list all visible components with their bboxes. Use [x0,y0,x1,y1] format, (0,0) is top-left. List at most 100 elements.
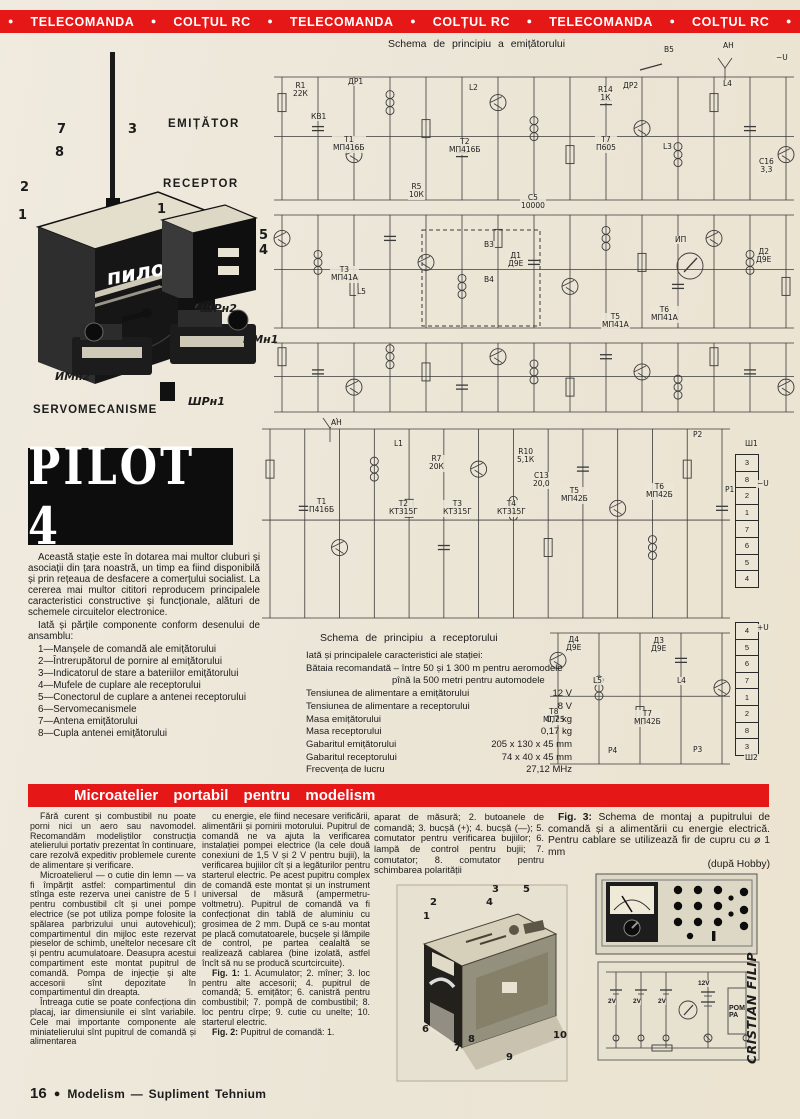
label-imn1: ИМн1 [243,333,279,346]
connector-pin: 4 [736,623,758,640]
fig3-caption-text: Schema de montaj a pupitrului de comandă… [548,812,770,858]
header-item: COLȚUL RC [692,14,770,29]
connector-pin: 2 [736,706,758,723]
callout-8: 8 [55,145,65,160]
spec-value: 74 x 40 x 45 mm [501,751,572,763]
article-column-4: Fig. 3: Schema de montaj a pupitrului de… [548,812,770,870]
component-label: Д2 Д9Е [755,247,773,265]
component-label: КВ1 [310,112,328,122]
header-item: COLȚUL RC [432,14,511,29]
emitter-schematic-title: Schema de principiu a emițătorului [388,38,566,50]
pilot-part-item: 2—Întrerupătorul de pornire al emițătoru… [38,655,223,667]
pump-label: POMPA [729,1005,745,1019]
specs-block: Iată și principalele caracteristici ale … [306,650,572,796]
component-label: В5 [663,45,675,55]
paragraph: Întreaga cutie se poate confecționa din … [30,997,196,1047]
pilot-part-item: 5—Conectorul de cuplare a antenei recept… [38,691,247,703]
component-label: Т2 МП416Б [448,137,482,155]
fig1-callout: 1 [423,911,430,922]
specs-range-1: Bătaia recomandată – între 50 și 1 300 m… [306,662,563,674]
connector-pin: 2 [736,488,758,505]
component-label: R7 20К [428,454,445,472]
component-label: Ш1 [744,439,759,449]
component-label: −U [756,479,770,489]
bullet-icon: ● [150,15,157,26]
paragraph: Microatelierul — o cutie din lemn — va f… [30,869,196,998]
header-banner: ● TELECOMANDA ● COLȚUL RC ● TELECOMANDA … [0,10,800,33]
emitter-circuit [273,57,795,413]
component-label: R1 22К [292,81,309,99]
component-label: Т1 П416Б [308,497,336,515]
receiver-schematic-title: Schema de principiu a receptorului [320,632,498,644]
header-item: TELECOMANDA [30,14,135,29]
component-label: L2 [468,83,479,93]
spec-value: 0,17 kg [540,726,572,738]
bullet-icon: ● [410,15,417,26]
pilot-part-item: 4—Mufele de cuplare ale receptorului [38,679,201,691]
fig1-callout: 9 [506,1052,513,1063]
component-label: L3 [662,142,673,152]
spec-value: 8 V [557,700,572,712]
spec-value: 0,7 kg [546,713,572,725]
spec-row: Gabaritul receptorului 74 x 40 x 45 mm [306,752,572,765]
spec-value: 205 x 130 x 45 mm [491,739,572,751]
fig1-callout: 2 [430,897,437,908]
bullet-icon: ● [526,15,533,26]
fig2-caption-text: Pupitrul de comandă: 1. [240,1026,335,1037]
component-label: ИП [674,235,688,245]
fig1-caption-text: 1. Acumulator; 2. mîner; 3. loc pentru a… [202,967,370,1027]
pilot-part-item: 6—Servomecanismele [38,703,137,715]
component-label: Т8 МП25 [542,707,566,725]
pilot-paragraph: Iată și părțile componente conform desen… [28,619,260,642]
connector-pin: 1 [736,505,758,522]
component-label: Т7 П605 [595,135,617,153]
article-column-2: cu energie, ele fiind necesare verificăr… [202,811,370,1037]
pilot-part-item: 3—Indicatorul de stare a bateriilor emiț… [38,667,239,679]
pilot-paragraph: Această stație este în dotarea mai multo… [28,552,260,618]
fig1-callout: 4 [486,897,493,908]
fig3-wiring-illustration [597,961,760,1061]
component-label: Ш2 [744,753,759,763]
fig1-illustration [396,884,568,1082]
component-label: Д4 Д9Е [565,635,583,653]
callout-2: 2 [20,180,30,195]
component-label: АН [330,418,343,428]
callout-3: 3 [128,122,138,137]
component-label: АН [722,41,735,51]
article-column-3: aparat de măsură; 2. butoanele de comand… [374,812,544,876]
component-label: ДР2 [622,81,640,91]
connector-pin: 3 [736,455,758,472]
spec-label: Gabaritul receptorului [306,751,397,763]
component-label: Д1 Д9Е [507,251,525,269]
fig3-wiring-diagram: 2V 2V 2V 12V POMPA [596,960,761,1062]
label-emitator: EMIȚĂTOR [168,118,240,130]
microatelier-banner: Microatelier portabil pentru modelism [28,784,769,807]
callout-5: 5 [259,228,269,243]
servomechanisms-caption: SERVOMECANISME [33,404,158,416]
pilot-part-item: 8—Cupla antenei emițătorului [38,727,168,739]
connector-pin: 3 [744,742,750,752]
fig2-caption-label: Fig. 2: [212,1026,239,1037]
header-item: TELECOMANDA [289,14,394,29]
receiver-circuit [262,417,731,765]
fig1-callout: 6 [422,1024,429,1035]
spec-label: Masa receptorului [306,726,382,738]
battery-label-2v: 2V [633,998,641,1005]
pilot4-title-block: PILOT 4 [28,437,233,557]
connector-pin: 7 [736,673,758,690]
pilot-part-item: 1—Manșele de comandă ale emițătorului [38,643,217,655]
component-label: Т1 МП416Б [332,135,366,153]
component-label: В4 [483,275,495,285]
component-label: +U [756,623,770,633]
component-label: L1 [393,439,404,449]
spec-row: Frecvența de lucru 27,12 MHz [306,764,572,777]
component-label: L4 [676,676,687,686]
component-label: В3 [483,240,495,250]
spec-row: Masa emițătorului 0,7 kg [306,714,572,727]
spec-label: Tensiunea de alimentare a receptorului [306,700,470,712]
component-label: L5 [356,287,367,297]
label-shrn2: ШРн2 [200,302,237,315]
